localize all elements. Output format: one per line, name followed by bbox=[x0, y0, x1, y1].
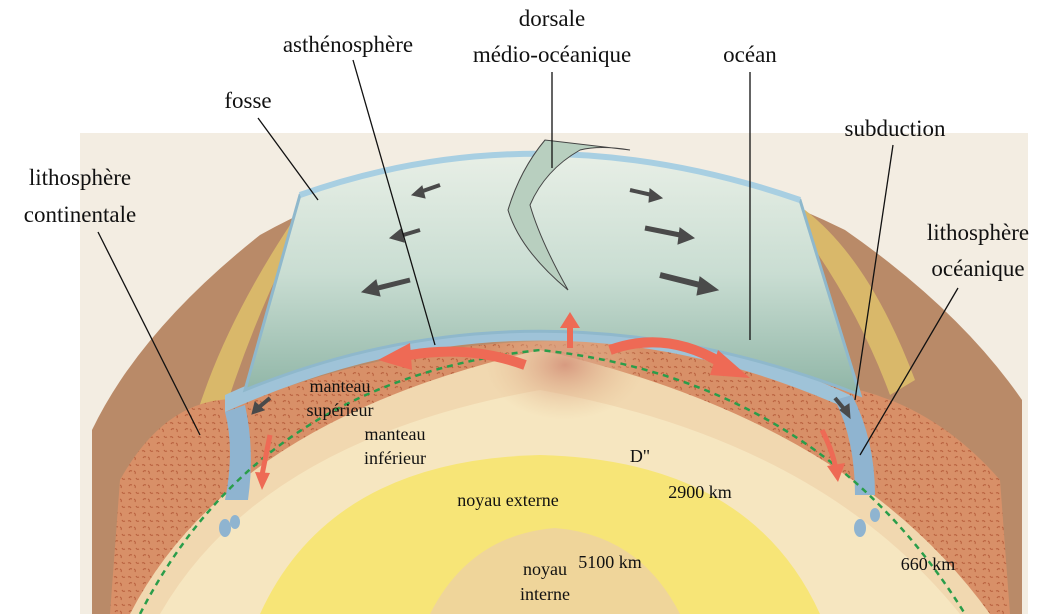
label-manteau-sup-2: supérieur bbox=[307, 400, 374, 420]
label-depth-2900: 2900 km bbox=[668, 482, 732, 502]
label-manteau-sup-1: manteau bbox=[310, 376, 371, 396]
label-depth-660: 660 km bbox=[901, 554, 956, 574]
label-manteau-inf-2: inférieur bbox=[364, 448, 426, 468]
label-d-double-prime: D" bbox=[630, 446, 650, 466]
label-manteau-inf-1: manteau bbox=[365, 424, 426, 444]
label-ocean: océan bbox=[723, 42, 777, 67]
label-noyau-interne-2: interne bbox=[520, 584, 570, 604]
label-litho-cont-2: continentale bbox=[24, 202, 136, 227]
label-litho-oce-1: lithosphère bbox=[927, 220, 1029, 245]
slab-right-blob bbox=[854, 519, 866, 537]
label-subduction: subduction bbox=[845, 116, 946, 141]
label-noyau-externe: noyau externe bbox=[457, 490, 558, 510]
slab-left-blob-2 bbox=[230, 515, 240, 529]
label-dorsale-1: dorsale bbox=[519, 6, 585, 31]
label-fosse: fosse bbox=[224, 88, 271, 113]
slab-right-blob-2 bbox=[870, 508, 880, 522]
label-litho-oce-2: océanique bbox=[931, 256, 1024, 281]
label-asthenosphere: asthénosphère bbox=[283, 32, 413, 57]
label-dorsale-2: médio-océanique bbox=[473, 42, 631, 67]
label-litho-cont-1: lithosphère bbox=[29, 165, 131, 190]
slab-left-blob bbox=[219, 519, 231, 537]
label-noyau-interne-1: noyau bbox=[523, 559, 567, 579]
label-depth-5100: 5100 km bbox=[578, 552, 642, 572]
